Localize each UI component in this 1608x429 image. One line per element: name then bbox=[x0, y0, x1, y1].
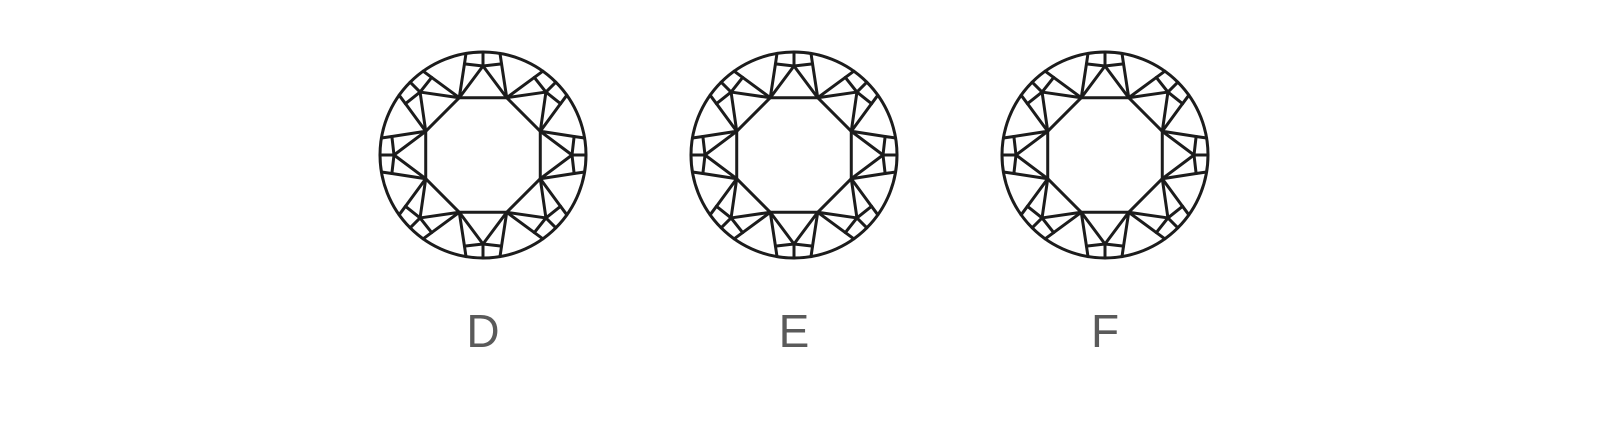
round-brilliant-diamond-icon bbox=[679, 40, 909, 270]
grade-label: D bbox=[466, 305, 500, 357]
grade-label: F bbox=[1090, 305, 1120, 357]
grade-f: F bbox=[990, 40, 1220, 370]
grade-label: E bbox=[778, 305, 810, 357]
grade-e: E bbox=[679, 40, 909, 370]
round-brilliant-diamond-icon bbox=[368, 40, 598, 270]
grade-d: D bbox=[368, 40, 598, 370]
round-brilliant-diamond-icon bbox=[990, 40, 1220, 270]
